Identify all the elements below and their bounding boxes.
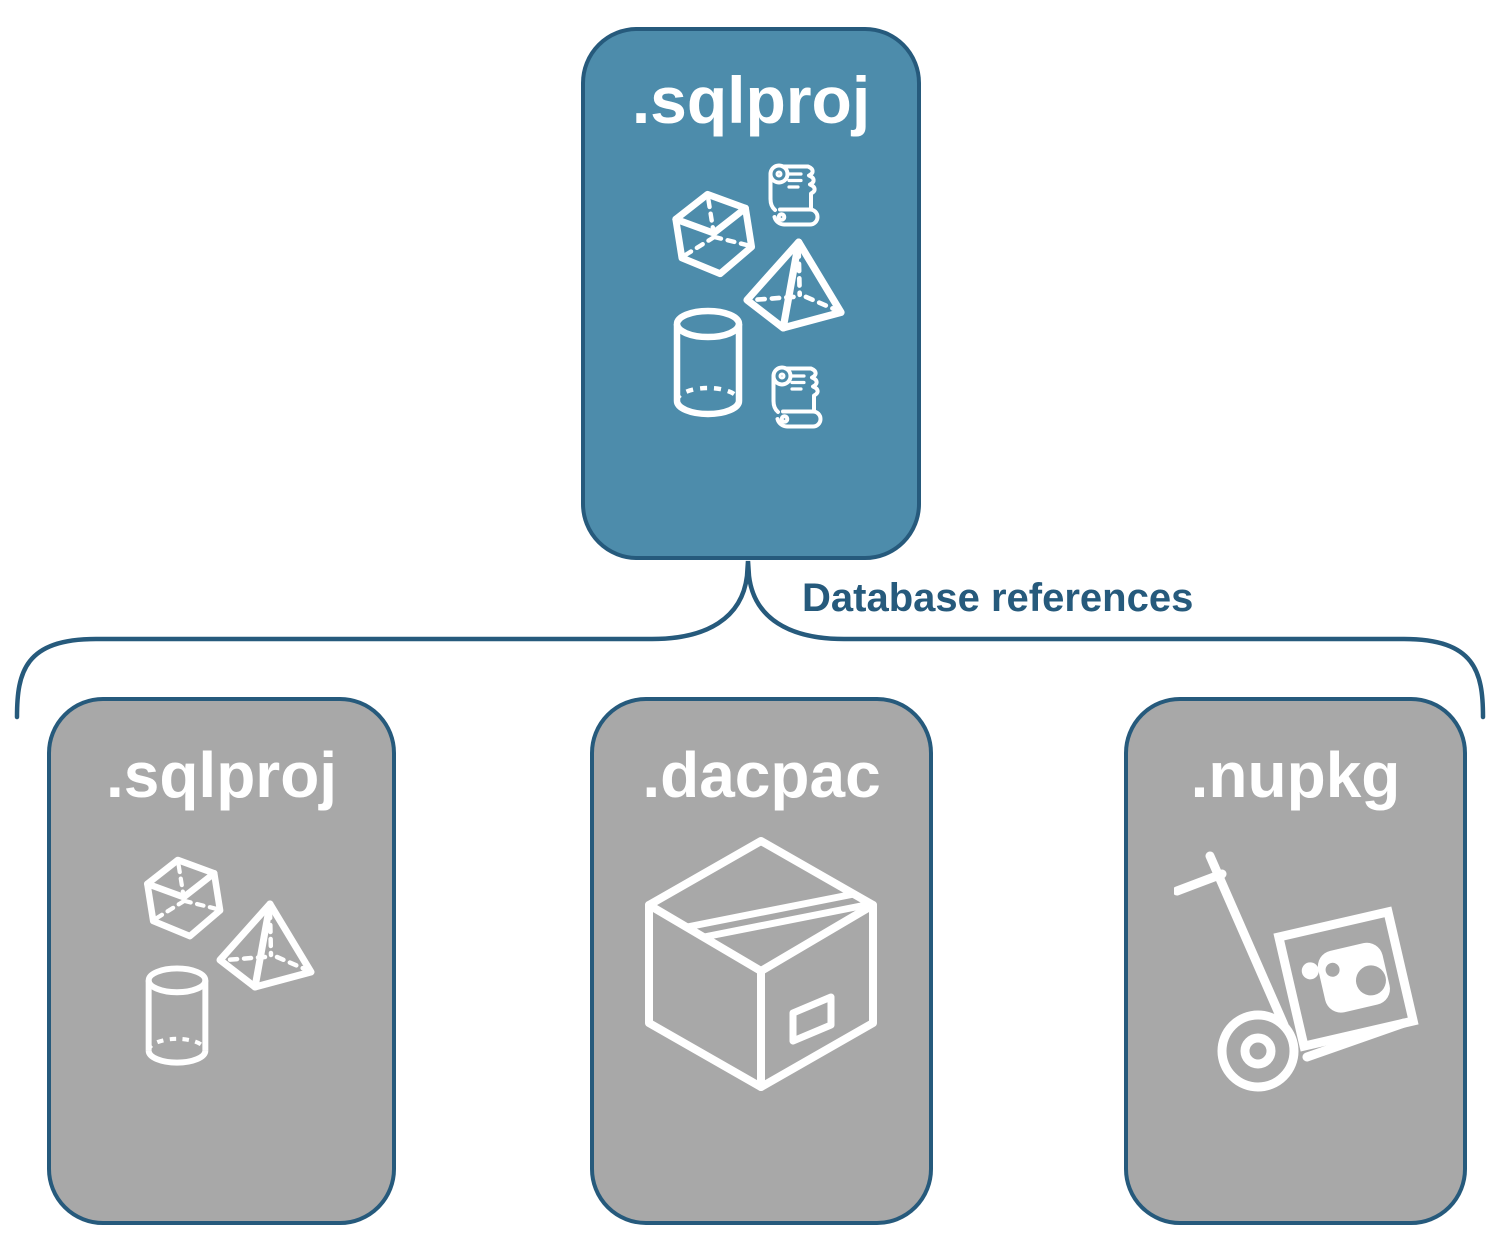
nuget-hand-truck-icon [1174, 851, 1419, 1092]
pyramid-icon [743, 238, 845, 332]
bottom-card-nupkg: .nupkg [1124, 697, 1467, 1225]
package-box-icon [645, 837, 877, 1091]
scroll-icon [768, 163, 820, 227]
bottom-card-dacpac: .dacpac [590, 697, 933, 1225]
cube-icon [672, 190, 756, 278]
connector-label: Database references [802, 576, 1194, 620]
pyramid-icon [216, 900, 315, 991]
bottom-card-title: .sqlproj [105, 739, 338, 811]
bottom-card-title: .nupkg [1190, 739, 1401, 811]
cylinder-icon [673, 307, 743, 418]
cube-icon [144, 856, 224, 940]
top-card-sqlproj: .sqlproj [581, 27, 921, 560]
bottom-card-title: .dacpac [642, 739, 881, 811]
cylinder-icon [145, 965, 209, 1066]
bottom-card-sqlproj: .sqlproj [47, 697, 396, 1225]
top-card-title: .sqlproj [631, 63, 871, 137]
scroll-icon [771, 365, 823, 429]
